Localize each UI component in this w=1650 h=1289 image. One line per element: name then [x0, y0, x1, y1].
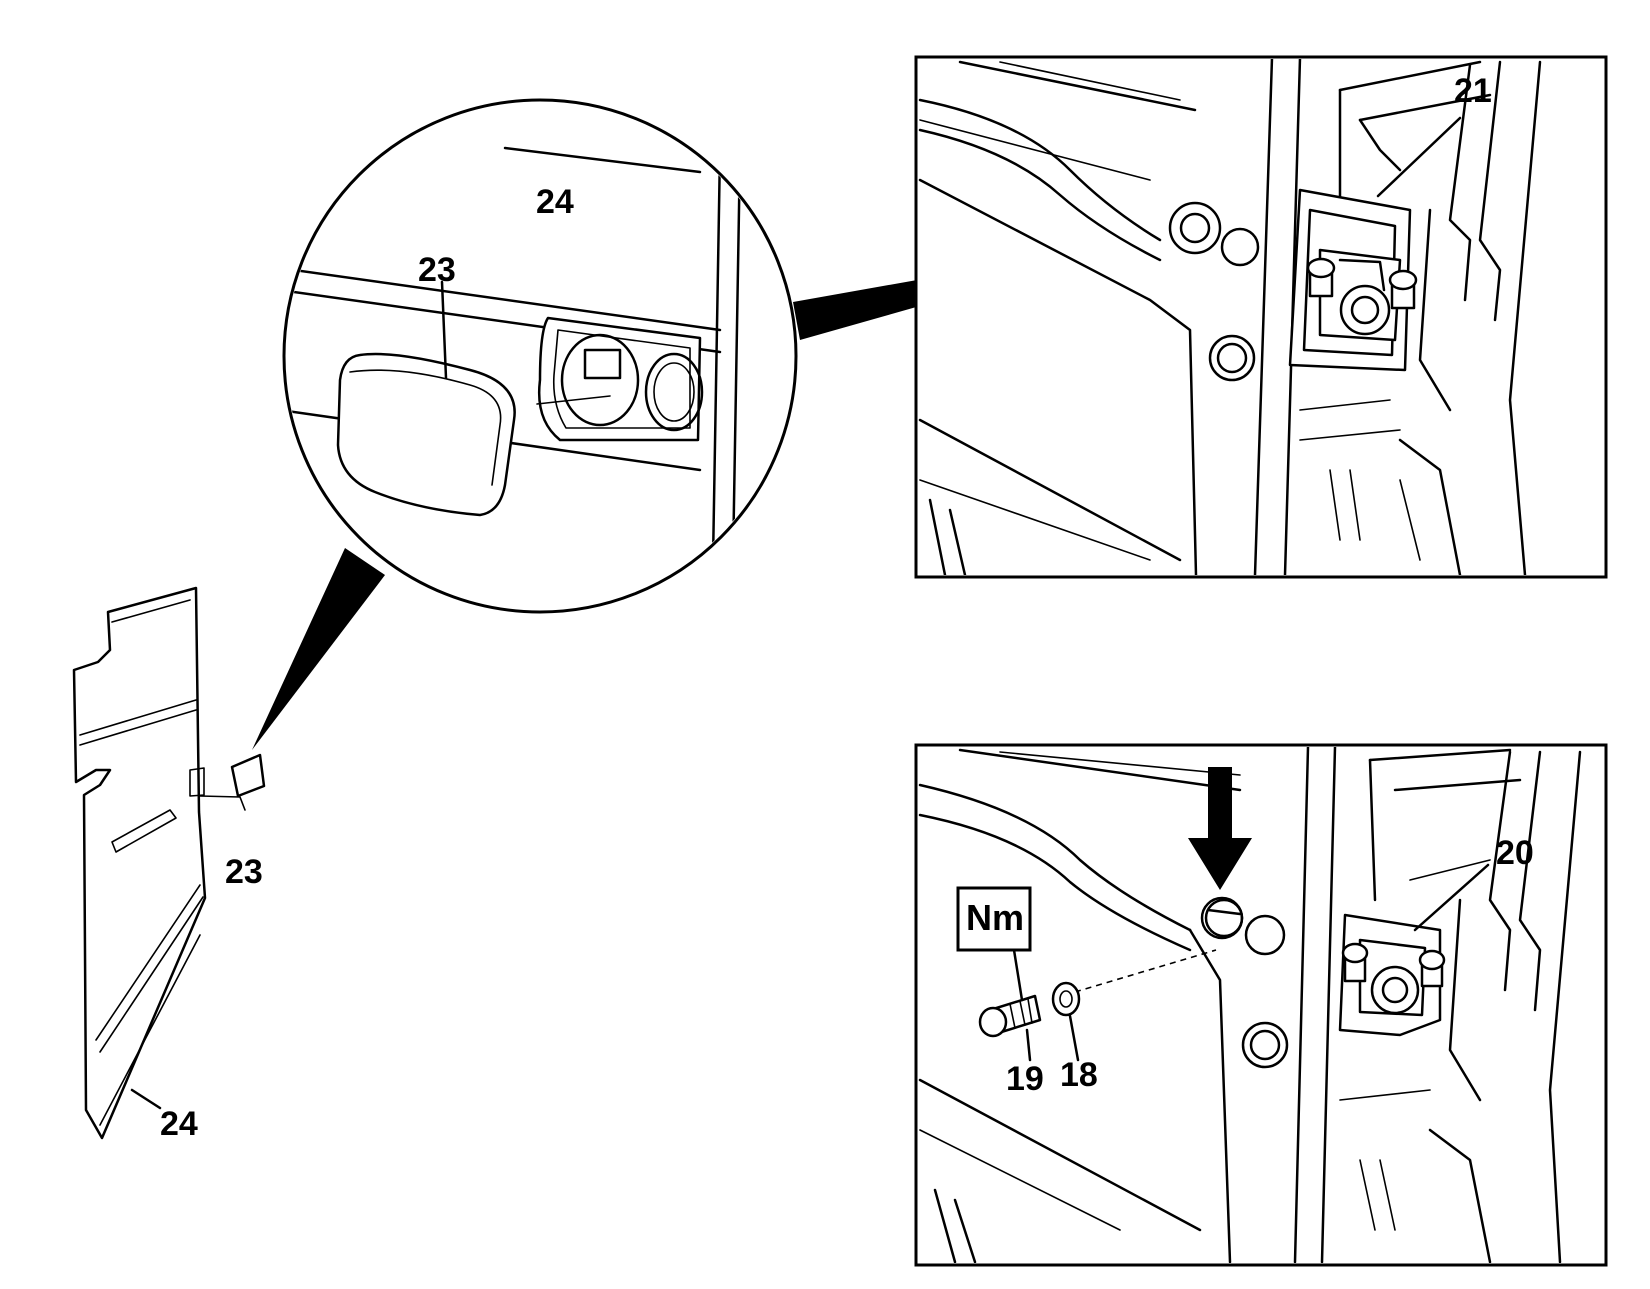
- label-23-detail: 23: [418, 251, 456, 289]
- plug-hole: [1204, 898, 1244, 938]
- cap-part: [199, 753, 266, 811]
- arrow-down-icon: [1188, 767, 1252, 890]
- top-right-view: [914, 55, 1608, 579]
- label-18: 18: [1060, 1056, 1098, 1094]
- label-23-cap: 23: [225, 853, 263, 891]
- torque-label: Nm: [966, 897, 1024, 938]
- label-20: 20: [1496, 834, 1534, 872]
- label-24-panel: 24: [160, 1105, 198, 1143]
- label-19: 19: [1006, 1060, 1044, 1098]
- washer-18: [1051, 981, 1081, 1017]
- detail-circle: [282, 98, 798, 614]
- bolt-19: [978, 994, 1042, 1038]
- torque-box: [956, 886, 1032, 952]
- hinge-21: [1288, 188, 1418, 372]
- trim-panel: [72, 586, 207, 1140]
- callout-wedge-left: [252, 548, 385, 750]
- label-21: 21: [1454, 72, 1492, 110]
- hinge-20: [1338, 913, 1446, 1037]
- bottom-right-view: [914, 743, 1608, 1267]
- label-24-detail: 24: [536, 183, 574, 221]
